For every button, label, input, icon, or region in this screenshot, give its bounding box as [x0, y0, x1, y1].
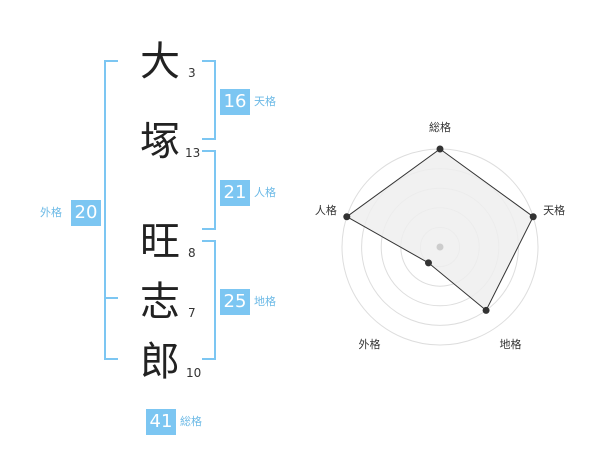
- radar-center-dot: [436, 243, 444, 251]
- jin-kaku-label: 人格: [254, 186, 276, 199]
- name-char-3: 旺: [140, 219, 180, 265]
- sou-kaku-label: 総格: [180, 415, 202, 428]
- name-char-2: 塚: [140, 119, 180, 165]
- radar-axis-label-1: 総格: [429, 120, 451, 134]
- name-char-5: 郎: [140, 339, 180, 385]
- bracket-chi: [202, 240, 216, 360]
- radar-point-4: [424, 259, 432, 267]
- name-char-1: 大: [140, 39, 180, 85]
- name-char-4: 志: [140, 279, 180, 325]
- radar-point-1: [436, 145, 444, 153]
- ten-kaku-label: 天格: [254, 95, 276, 108]
- radar-points: [343, 145, 537, 314]
- stroke-count-5: 10: [186, 366, 202, 380]
- stroke-count-4: 7: [188, 306, 196, 320]
- ten-kaku-value: 16: [220, 89, 250, 115]
- stroke-count-1: 3: [188, 66, 196, 80]
- radar-polygon: [345, 148, 534, 312]
- stroke-count-2: 13: [185, 146, 201, 160]
- radar-point-2: [529, 213, 537, 221]
- radar-axis-label-4: 外格: [359, 337, 381, 351]
- radar-axis-label-3: 地格: [500, 337, 522, 351]
- jin-kaku-value: 21: [220, 180, 250, 206]
- radar-point-5: [343, 213, 351, 221]
- radar-axis-label-2: 天格: [543, 203, 565, 217]
- bracket-jin: [202, 150, 216, 230]
- radar-polygon-group: [345, 148, 534, 312]
- chi-kaku-value: 25: [220, 289, 250, 315]
- gai-kaku-value: 20: [71, 200, 101, 226]
- bracket-gai: [104, 60, 118, 360]
- radar-point-3: [482, 306, 490, 314]
- bracket-ten: [202, 60, 216, 140]
- stroke-count-3: 8: [188, 246, 196, 260]
- bracket-gai-divider: [104, 297, 118, 299]
- chi-kaku-label: 地格: [254, 295, 276, 308]
- radar-axis-label-5: 人格: [315, 203, 337, 217]
- gai-kaku-label: 外格: [40, 206, 62, 219]
- sou-kaku-value: 41: [146, 409, 176, 435]
